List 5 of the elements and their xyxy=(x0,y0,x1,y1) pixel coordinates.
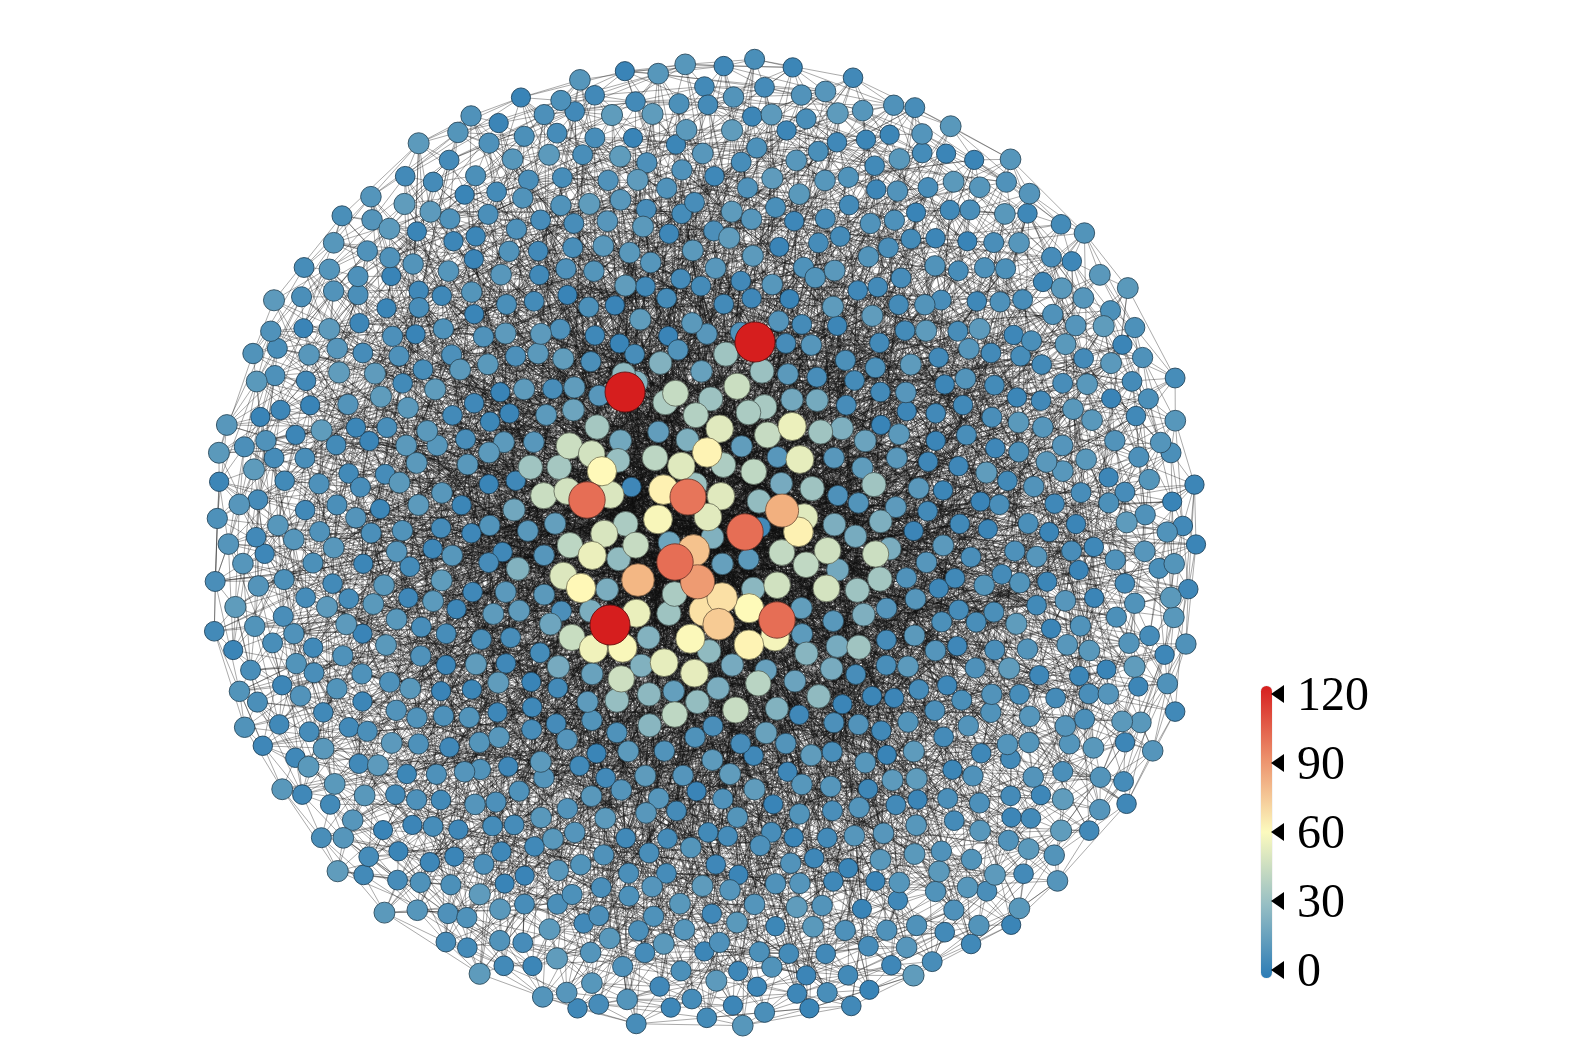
tick-label: 60 xyxy=(1297,808,1345,856)
tick-label: 30 xyxy=(1297,877,1345,925)
tick-label: 90 xyxy=(1297,739,1345,787)
tick-label: 120 xyxy=(1297,670,1369,718)
tick-label: 0 xyxy=(1297,946,1321,994)
